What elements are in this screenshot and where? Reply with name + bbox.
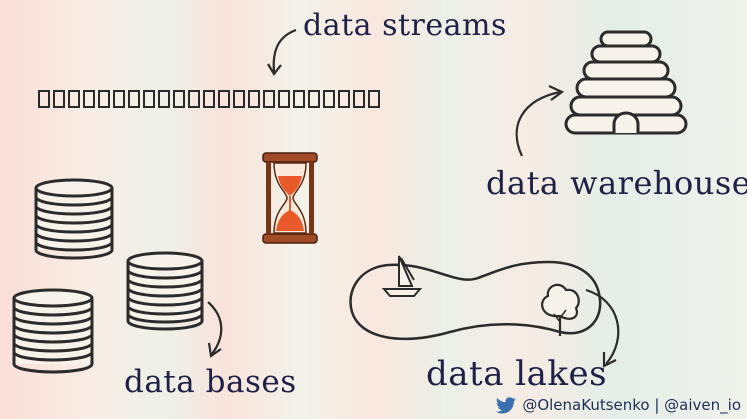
stream-box bbox=[203, 90, 215, 108]
stream-box bbox=[113, 90, 125, 108]
stream-box bbox=[68, 90, 80, 108]
database-stack-icon bbox=[12, 288, 94, 374]
beehive-warehouse-icon bbox=[564, 30, 688, 135]
stream-box bbox=[263, 90, 275, 108]
bases-arrow bbox=[207, 301, 223, 355]
stream-box bbox=[173, 90, 185, 108]
stream-box bbox=[248, 90, 260, 108]
data-bases-label: data bases bbox=[124, 364, 297, 400]
stream-box bbox=[53, 90, 65, 108]
database-stack-icon bbox=[126, 251, 204, 331]
credits-handles: @OlenaKutsenko | @aiven_io bbox=[522, 396, 741, 414]
sailboat-icon bbox=[381, 255, 423, 297]
stream-box bbox=[218, 90, 230, 108]
streams-arrow bbox=[272, 28, 297, 73]
data-warehouses-label: data warehouses bbox=[486, 164, 747, 202]
stream-box bbox=[323, 90, 335, 108]
stream-box bbox=[38, 90, 50, 108]
stream-box bbox=[368, 90, 380, 108]
hourglass-icon bbox=[262, 152, 318, 244]
stream-box bbox=[83, 90, 95, 108]
stream-box bbox=[188, 90, 200, 108]
credits-bar: @OlenaKutsenko | @aiven_io bbox=[496, 394, 741, 416]
stream-box bbox=[308, 90, 320, 108]
stream-box bbox=[158, 90, 170, 108]
warehouses-arrow bbox=[515, 90, 561, 157]
stream-box bbox=[338, 90, 350, 108]
stream-box bbox=[98, 90, 110, 108]
stream-box bbox=[353, 90, 365, 108]
stream-box-row bbox=[38, 88, 380, 110]
stream-box bbox=[278, 90, 290, 108]
lake-outline bbox=[349, 260, 602, 340]
data-lakes-label: data lakes bbox=[426, 354, 608, 394]
stream-box bbox=[293, 90, 305, 108]
stream-box bbox=[143, 90, 155, 108]
tree-icon bbox=[541, 283, 580, 336]
stream-box bbox=[233, 90, 245, 108]
stream-box bbox=[128, 90, 140, 108]
lakes-arrow bbox=[585, 288, 620, 365]
database-stack-icon bbox=[34, 178, 114, 260]
data-streams-label: data streams bbox=[303, 8, 507, 43]
twitter-bird-icon bbox=[496, 396, 517, 413]
